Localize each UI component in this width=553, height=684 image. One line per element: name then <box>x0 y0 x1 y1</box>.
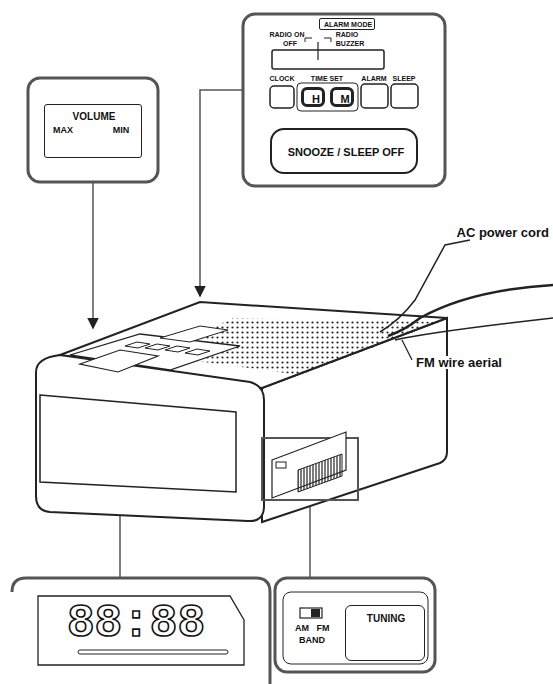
node-text: VOLUME <box>73 112 116 122</box>
part-label: ALARM <box>361 75 386 82</box>
part-label: BAND <box>299 636 325 645</box>
node-text: TUNING <box>367 614 405 624</box>
part-label: OFF <box>283 40 297 47</box>
node-text: SNOOZE / SLEEP OFF <box>288 147 405 158</box>
leader-line <box>200 90 243 296</box>
display-callout <box>12 578 270 684</box>
volume-panel: VOLUMEMAX MIN <box>44 104 142 158</box>
clock-display: 88:88 <box>46 599 226 645</box>
time-set-group <box>297 83 358 111</box>
part-label: BUZZER <box>336 40 364 47</box>
part-label: SLEEP <box>393 75 416 82</box>
alarm-mode-tag: ALARM MODE <box>319 18 375 30</box>
part-label: RADIO ON <box>270 31 305 38</box>
fm-wire-aerial <box>395 318 553 340</box>
leader-line <box>92 182 94 328</box>
node-text: MIN <box>113 126 130 135</box>
minute-button: M <box>330 87 354 107</box>
node-text: 88:88 <box>67 601 205 647</box>
part-label: AM <box>295 624 309 633</box>
clock-radio-body <box>36 302 447 522</box>
tuning-box: TUNING <box>345 605 425 661</box>
band-switch <box>300 608 322 618</box>
tuning-callout <box>275 578 435 672</box>
mode-slider <box>272 50 384 69</box>
part-label: FM wire aerial <box>416 356 502 369</box>
volume-callout <box>28 78 158 182</box>
sleep-button <box>391 84 418 108</box>
snooze-button: SNOOZE / SLEEP OFF <box>270 128 418 174</box>
part-label: AC power cord <box>457 226 549 239</box>
node-text: M <box>340 94 349 105</box>
part-label: TIME SET <box>311 75 343 82</box>
hour-button: H <box>301 87 325 107</box>
part-label: RADIO <box>336 31 359 38</box>
clock-button <box>270 86 294 108</box>
ac-power-cord <box>380 240 470 332</box>
alarm-button <box>361 84 388 108</box>
part-label: FM <box>317 624 330 633</box>
leader-line <box>309 500 311 578</box>
control-callout <box>243 14 445 186</box>
node-text: MAX <box>53 126 73 135</box>
node-text: H <box>312 94 320 105</box>
node-text: ALARM MODE <box>324 21 372 28</box>
part-label: CLOCK <box>270 75 295 82</box>
